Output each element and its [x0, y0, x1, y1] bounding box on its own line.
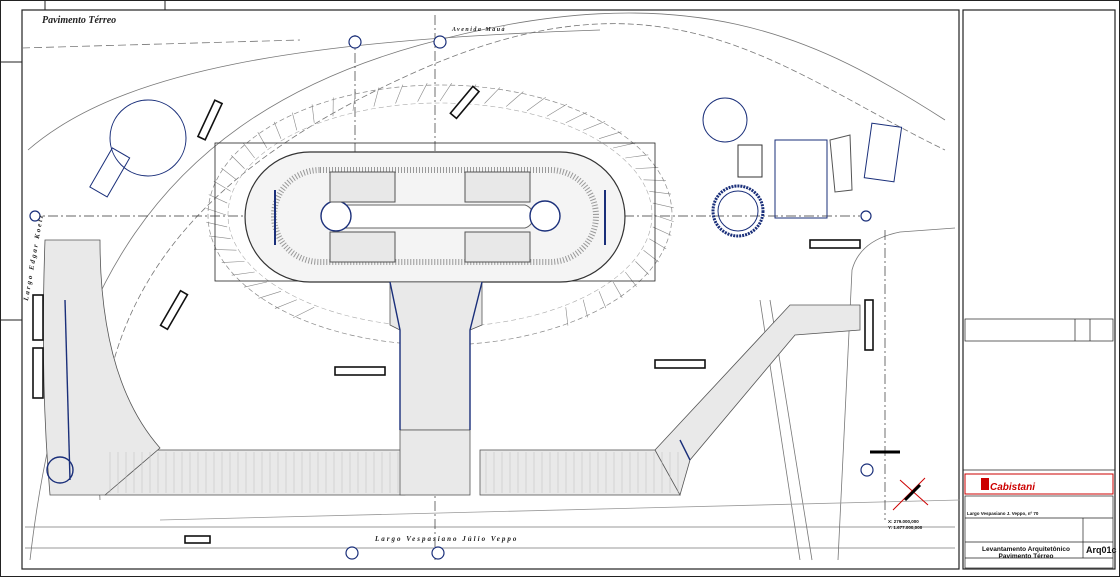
building-stripes: [109, 452, 679, 493]
parking-stall: [582, 299, 588, 318]
parking-stall: [613, 142, 637, 149]
parking-stall: [221, 261, 245, 263]
parking-stall: [373, 87, 380, 107]
parking-stall: [206, 221, 228, 228]
sheet-title: Levantamento Arquitetônico Pavimento Tér…: [968, 546, 1084, 560]
parking-stall: [652, 226, 672, 236]
parking-stall: [243, 143, 255, 159]
parking-stall: [546, 103, 568, 117]
parking-stall: [565, 111, 587, 124]
parking-stall: [649, 191, 672, 195]
parking-stall: [311, 104, 315, 123]
parking-stall: [625, 271, 637, 287]
parking-stall: [505, 91, 524, 107]
sheet-title-line2: Pavimento Térreo: [998, 553, 1054, 560]
parking-stall: [274, 299, 297, 309]
parking-stall: [257, 132, 268, 149]
drawing-title: Pavimento Térreo: [42, 15, 117, 26]
coord-y: Y: 1.677.000,000: [888, 525, 923, 530]
parking-stall: [206, 208, 227, 216]
parking-stall: [243, 281, 267, 288]
street-label-top: Avenida Mauá: [452, 27, 507, 33]
building: [42, 239, 861, 497]
parking-stall: [625, 154, 649, 159]
parking-stall: [598, 291, 607, 309]
parking-stall: [652, 202, 674, 209]
parking-stall: [643, 249, 659, 263]
parking-stall: [612, 281, 623, 298]
project-address: Largo Vespasiano J. Veppo, nº 70: [967, 511, 1039, 516]
parking-stall: [292, 112, 298, 131]
section-markers: [29, 35, 874, 560]
parking-stall: [258, 290, 282, 299]
buses: [32, 85, 874, 544]
parking-stall: [395, 84, 404, 104]
parking-stall: [484, 87, 501, 104]
parking-spaces: [206, 83, 674, 326]
parking-stall: [231, 155, 245, 169]
parking-stall: [649, 238, 667, 250]
company-logo: Cabistani: [990, 482, 1036, 493]
parking-stall: [526, 97, 546, 112]
sheet-title-line1: Levantamento Arquitetônico: [982, 546, 1070, 553]
parking-stall: [352, 91, 356, 111]
parking-stall: [273, 121, 282, 139]
north-arrow: [870, 450, 929, 511]
parking-stall: [635, 167, 659, 169]
parking-stall: [293, 306, 315, 319]
parking-stall: [231, 271, 255, 276]
parking-stall: [635, 261, 649, 275]
parking-stall: [213, 180, 231, 192]
stadium: [214, 142, 656, 283]
parking-stall: [208, 235, 231, 239]
parking-stall: [417, 83, 428, 102]
parking-stall: [598, 131, 622, 140]
parking-stall: [439, 83, 452, 102]
parking-stall: [565, 307, 569, 326]
parking-stall: [653, 214, 674, 222]
parking-stall: [583, 121, 606, 131]
parking-stall: [214, 249, 237, 251]
coordinates-readout: X: 279.000,000 Y: 1.677.000,000: [888, 519, 922, 531]
coord-x: X: 279.000,000: [888, 519, 919, 524]
parking-stall: [208, 194, 228, 204]
parking-stall: [221, 167, 237, 181]
street-label-bottom: Largo Vespasiano Júlio Veppo: [375, 535, 519, 543]
sheet-code: Arq01c: [1086, 545, 1117, 555]
